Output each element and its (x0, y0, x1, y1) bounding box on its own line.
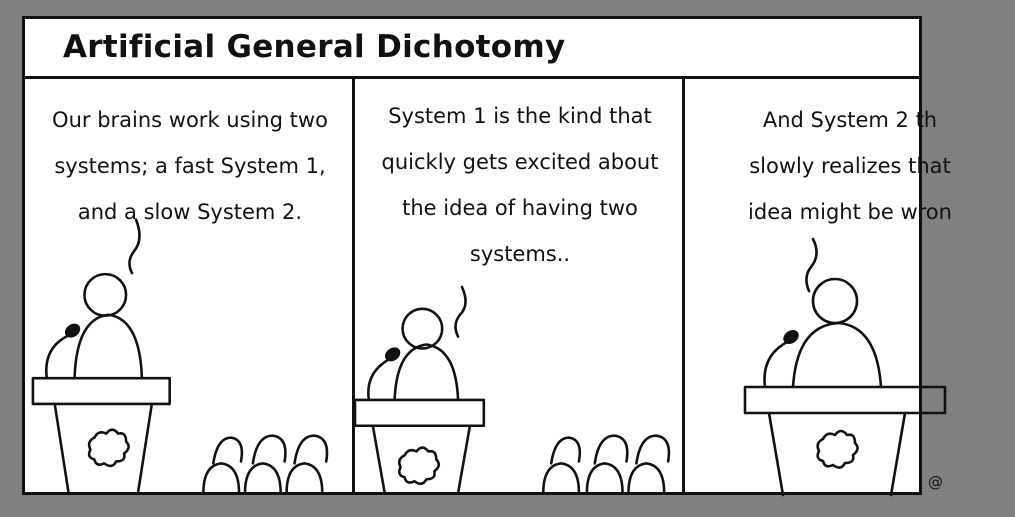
speech-tail (128, 218, 141, 275)
speech-tail (454, 285, 467, 338)
caption-line: idea might be wron (748, 200, 952, 224)
podium-top (353, 398, 486, 428)
podium-emblem (87, 428, 130, 468)
comic-title: Artificial General Dichotomy (63, 29, 566, 65)
panel-3: And System 2 th slowly realizes that ide… (685, 79, 952, 497)
podium-emblem (816, 429, 859, 469)
speaker-body (791, 321, 883, 389)
audience (202, 434, 329, 495)
podium-stand (53, 402, 154, 495)
microphone-stand (45, 333, 72, 380)
caption-line: systems.. (469, 242, 571, 266)
microphone-stand (763, 339, 791, 389)
comic-strip: Artificial General Dichotomy Our brains … (22, 16, 952, 497)
panel-1-caption: Our brains work using two systems; a fas… (25, 97, 355, 235)
panel-1-drawing (31, 218, 329, 495)
microphone (64, 323, 81, 338)
caption-line: systems; a fast System 1, (54, 154, 326, 178)
microphone (783, 329, 799, 345)
caption-line: System 1 is the kind that (388, 104, 652, 128)
caption-line: slowly realizes that (749, 154, 951, 178)
panel-2-caption: System 1 is the kind that quickly gets e… (355, 93, 685, 277)
speaker-head (83, 272, 128, 318)
caption-line: Our brains work using two (52, 108, 328, 132)
caption-line: and a slow System 2. (77, 200, 303, 224)
microphone-stand (367, 357, 392, 402)
panel-3-drawing (743, 237, 947, 497)
speaker-body (73, 313, 144, 380)
panel-3-caption: And System 2 th slowly realizes that ide… (685, 97, 1015, 235)
panel-1: Our brains work using two systems; a fas… (25, 79, 355, 495)
title-bar: Artificial General Dichotomy (25, 19, 919, 79)
audience (541, 434, 671, 495)
speaker-head (811, 277, 859, 325)
speaker-head (401, 307, 444, 350)
caption-line: the idea of having two (402, 196, 638, 220)
podium-top (743, 385, 947, 415)
podium-emblem (397, 446, 441, 486)
speaker-body (393, 343, 460, 402)
credit-mark: @ (928, 473, 943, 491)
podium-top (31, 376, 171, 406)
panel-2-drawing (353, 285, 671, 495)
podium-stand (371, 424, 472, 495)
caption-line: And System 2 th (762, 108, 938, 132)
caption-line: quickly gets excited about (381, 150, 659, 174)
podium-stand (767, 411, 907, 497)
panel-2: System 1 is the kind that quickly gets e… (353, 79, 685, 495)
speech-tail (805, 237, 818, 293)
microphone (385, 347, 401, 362)
